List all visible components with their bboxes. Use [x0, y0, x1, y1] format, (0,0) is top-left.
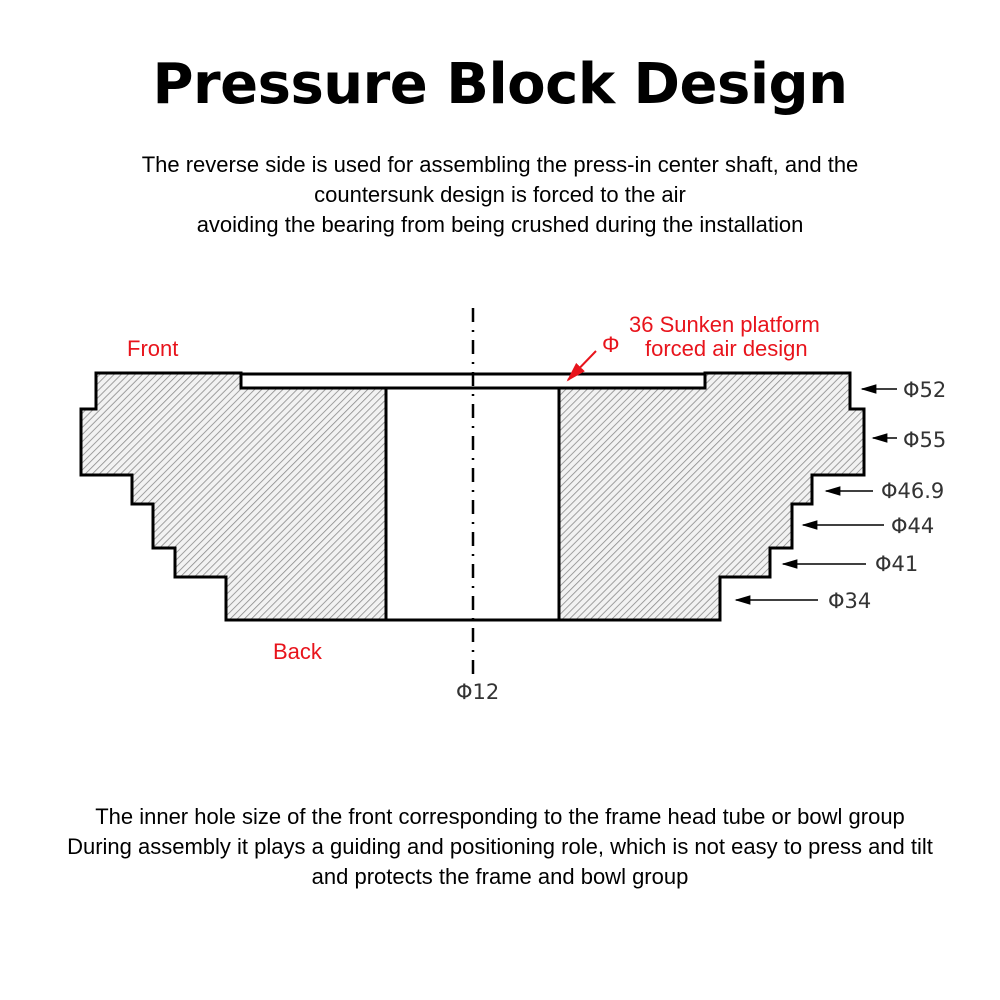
dim-label-34: Φ34: [828, 589, 871, 613]
footer-line: The inner hole size of the front corresp…: [95, 804, 905, 829]
intro-line: The reverse side is used for assembling …: [141, 152, 859, 177]
front-label: Front: [127, 336, 178, 361]
left-cross-section: [79, 371, 388, 622]
footer-line: During assembly it plays a guiding and p…: [67, 834, 933, 859]
callout-line: 36 Sunken platform: [629, 312, 820, 337]
callout-symbol: Φ: [602, 332, 620, 357]
dim-label-44: Φ44: [891, 514, 934, 538]
dim-label-55: Φ55: [903, 428, 946, 452]
intro-line: avoiding the bearing from being crushed …: [196, 212, 804, 237]
callout-line: forced air design: [645, 336, 808, 361]
intro-text: The reverse side is used for assembling …: [0, 150, 1000, 240]
right-cross-section: [557, 371, 866, 622]
footer-text: The inner hole size of the front corresp…: [0, 802, 1000, 892]
back-label: Back: [273, 639, 323, 664]
page-title: Pressure Block Design: [152, 52, 849, 117]
dim-label-52: Φ52: [903, 378, 946, 402]
dim-label-46-9: Φ46.9: [881, 479, 944, 503]
dim-label-41: Φ41: [875, 552, 918, 576]
footer-line: and protects the frame and bowl group: [311, 864, 689, 889]
center-hole-label: Φ12: [456, 680, 499, 704]
callout-arrow: [566, 350, 597, 382]
intro-line: countersunk design is forced to the air: [314, 182, 686, 207]
